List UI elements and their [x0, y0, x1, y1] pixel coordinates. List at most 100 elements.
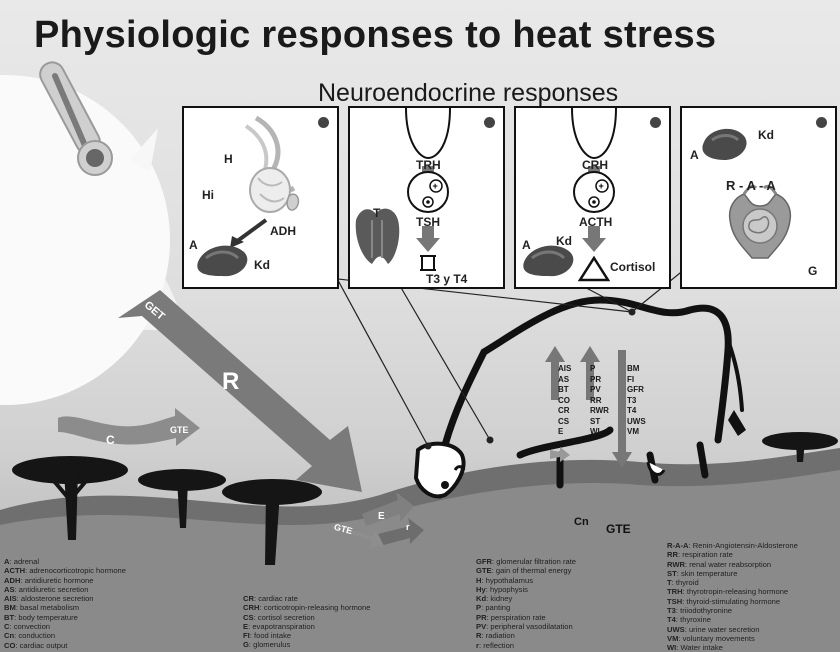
glossary-item: VM: voluntary movements — [667, 634, 798, 643]
responses-column-1: AIS AS BT CO CR CS E — [558, 364, 571, 438]
glossary-item: E: evapotranspiration — [243, 622, 370, 631]
response-item: GFR — [627, 385, 646, 396]
label-gte-convection: GTE — [170, 425, 189, 435]
label-acth: ACTH — [579, 215, 612, 229]
label-adrenal: A — [522, 238, 531, 252]
glossary-item: Kd: kidney — [476, 594, 576, 603]
responses-column-2: P PR PV RR RWR ST WI — [590, 364, 609, 438]
svg-text:+: + — [599, 181, 604, 191]
glossary-item: PV: peripheral vasodilatation — [476, 622, 576, 631]
glossary-item: R: radiation — [476, 631, 576, 640]
glossary-item: BM: basal metabolism — [4, 603, 126, 612]
glossary-item: H: hypothalamus — [476, 576, 576, 585]
label-gte-cow: GTE — [606, 522, 631, 536]
glossary-column-2: CR: cardiac rate CRH: corticotropin-rele… — [243, 594, 370, 650]
glossary-item: UWS: urine water secretion — [667, 625, 798, 634]
glossary-item: CO: cardiac output — [4, 641, 126, 650]
glossary-item: FI: food intake — [243, 631, 370, 640]
response-item: UWS — [627, 417, 646, 428]
glossary-item: PR: perspiration rate — [476, 613, 576, 622]
label-raa: R - A - A — [726, 178, 776, 193]
svg-text:+: + — [433, 181, 438, 191]
glossary-column-3: GFR: glomerular filtration rate GTE: gai… — [476, 557, 576, 650]
glossary-item: A: adrenal — [4, 557, 126, 566]
response-item: PV — [590, 385, 609, 396]
response-item: CO — [558, 396, 571, 407]
glossary-item: Hy: hypophysis — [476, 585, 576, 594]
glossary-item: T3: triiodothyronine — [667, 606, 798, 615]
response-item: CS — [558, 417, 571, 428]
glossary-item: ACTH: adrenocorticotropic hormone — [4, 566, 126, 575]
glossary-item: RWR: renal water reabsorption — [667, 560, 798, 569]
label-reflection: r — [406, 522, 410, 532]
label-conduction: Cn — [574, 516, 589, 528]
glossary-item: AIS: aldosterone secretion — [4, 594, 126, 603]
glossary-item: GTE: gain of thermal energy — [476, 566, 576, 575]
response-item: FI — [627, 375, 646, 386]
panel-raa: A Kd R - A - A G — [680, 106, 837, 289]
response-item: RWR — [590, 406, 609, 417]
label-hypothalamus: H — [224, 152, 233, 166]
panel-subtitle: Neuroendocrine responses — [318, 79, 618, 108]
response-item: T4 — [627, 406, 646, 417]
glossary-item: BT: body temperature — [4, 613, 126, 622]
glossary-item: C: convection — [4, 622, 126, 631]
label-kidney: Kd — [254, 258, 270, 272]
response-item: RR — [590, 396, 609, 407]
response-item: BT — [558, 385, 571, 396]
glossary-item: RR: respiration rate — [667, 550, 798, 559]
glossary-item: CR: cardiac rate — [243, 594, 370, 603]
response-item: WI — [590, 427, 609, 438]
response-item: P — [590, 364, 609, 375]
glossary-column-4: R-A-A: Renin-Angiotensin-Aldosterone RR:… — [667, 541, 798, 652]
brain-connector-dot — [425, 443, 432, 450]
label-radiation: R — [222, 368, 239, 396]
glossary-item: WI: Water intake — [667, 643, 798, 652]
glossary-item: ST: skin temperature — [667, 569, 798, 578]
label-adrenal: A — [189, 238, 198, 252]
glossary-item: Cn: conduction — [4, 631, 126, 640]
glossary-item: TSH: thyroid-stimulating hormone — [667, 597, 798, 606]
kidney-connector-dot — [629, 309, 636, 316]
response-item: T3 — [627, 396, 646, 407]
response-item: BM — [627, 364, 646, 375]
response-item: PR — [590, 375, 609, 386]
panel-trh: + T TRH TSH T3 y T4 — [348, 106, 505, 289]
glossary-item: TRH: thyrotropin-releasing hormone — [667, 587, 798, 596]
label-crh: CRH — [582, 158, 608, 172]
glossary-column-1: A: adrenal ACTH: adrenocorticotropic hor… — [4, 557, 126, 650]
label-thyroid: T — [373, 206, 380, 220]
response-item: CR — [558, 406, 571, 417]
glossary-item: R-A-A: Renin-Angiotensin-Aldosterone — [667, 541, 798, 550]
glossary-item: P: panting — [476, 603, 576, 612]
response-item: E — [558, 427, 571, 438]
panel-adh: H Hi ADH A Kd — [182, 106, 339, 289]
label-adrenal: A — [690, 148, 699, 162]
label-hypophysis: Hi — [202, 188, 214, 202]
response-item: ST — [590, 417, 609, 428]
cow-tail-tuft — [728, 410, 746, 436]
page-title: Physiologic responses to heat stress — [34, 14, 716, 57]
label-glomerulus: G — [808, 264, 817, 278]
glossary-item: CS: cortisol secretion — [243, 613, 370, 622]
response-item: AIS — [558, 364, 571, 375]
panel-crh: + CRH ACTH A Kd Cortisol — [514, 106, 671, 289]
response-item: AS — [558, 375, 571, 386]
label-adh: ADH — [270, 224, 296, 238]
glossary-item: T4: thyroxine — [667, 615, 798, 624]
label-kidney: Kd — [758, 128, 774, 142]
glossary-item: GFR: glomerular filtration rate — [476, 557, 576, 566]
thyroid-axis-illustration: + — [350, 108, 502, 286]
label-trh: TRH — [416, 158, 441, 172]
glossary-item: ADH: antidiuretic hormone — [4, 576, 126, 585]
response-item: VM — [627, 427, 646, 438]
glossary-item: CRH: corticotropin-releasing hormone — [243, 603, 370, 612]
glossary-item: r: reflection — [476, 641, 576, 650]
radiation-arrow — [118, 290, 362, 492]
label-evaporation: E — [378, 511, 385, 522]
label-kidney: Kd — [556, 234, 572, 248]
label-convection: C — [106, 433, 115, 447]
glossary-item: AS: antidiuretic secretion — [4, 585, 126, 594]
label-cortisol: Cortisol — [610, 260, 655, 274]
